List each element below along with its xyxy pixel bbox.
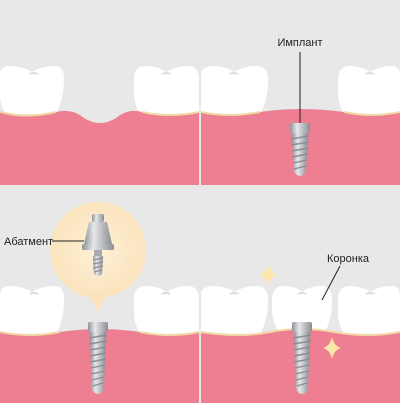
tooth-icon (0, 286, 64, 334)
crown-label: Коронка (327, 253, 370, 265)
implant-label: Имплант (277, 37, 322, 49)
sparkle-icon (323, 337, 341, 359)
tooth-icon (134, 286, 199, 334)
panel-implant: Имплант (200, 37, 400, 185)
tooth-icon (134, 66, 199, 114)
implant-screw-icon (290, 123, 310, 176)
crown-label-line (321, 265, 341, 301)
tooth-icon (0, 66, 64, 114)
abutment-label: Абатмент (4, 236, 53, 248)
panel-abutment: Абатмент (0, 202, 200, 403)
gum-line (200, 111, 400, 116)
tooth-icon (201, 286, 268, 334)
crown-tooth (272, 286, 332, 334)
tooth-icon (338, 286, 400, 334)
sparkle-icon (259, 264, 277, 286)
tooth-icon (338, 66, 400, 114)
abutment-icon (82, 214, 114, 276)
panel-crown: Коронка (200, 253, 400, 403)
panel-missing-tooth (0, 66, 200, 185)
gum-line (0, 111, 200, 117)
gum-line (0, 331, 200, 336)
gum (0, 110, 199, 185)
implant-screw-icon (88, 322, 108, 394)
tooth-icon (201, 66, 268, 114)
implant-screw-icon (292, 322, 312, 394)
